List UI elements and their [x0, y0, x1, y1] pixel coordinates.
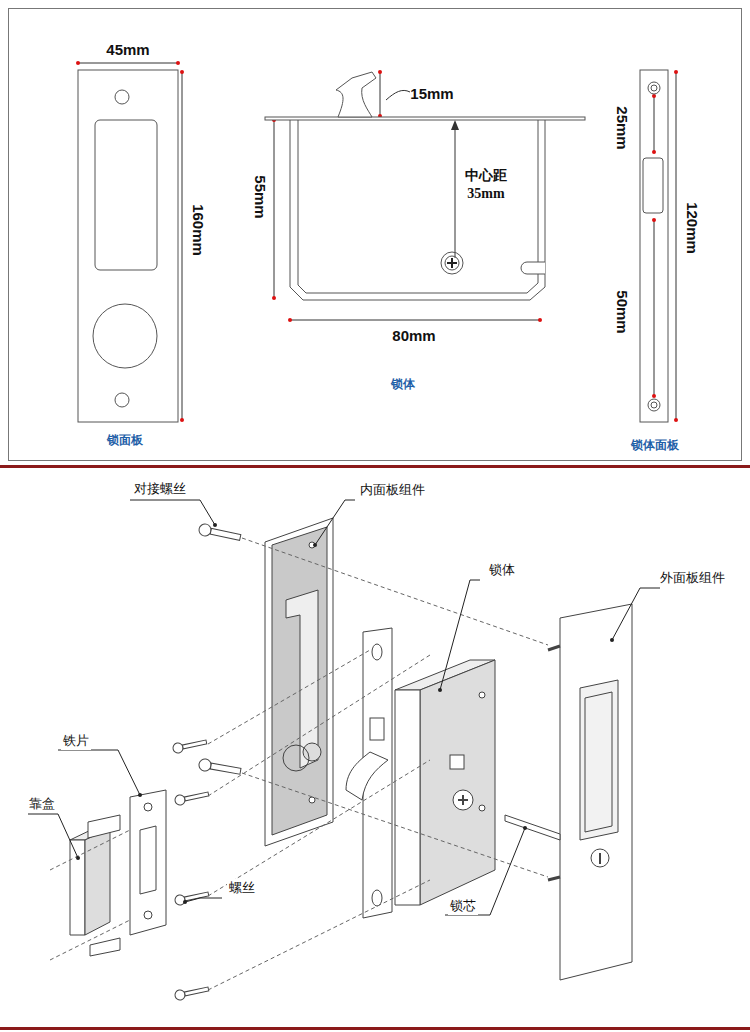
face-plate — [78, 70, 178, 422]
part-name: 铁片 — [61, 732, 91, 750]
dimension-label: 55mm — [252, 175, 269, 218]
dimension-label: 15mm — [410, 85, 453, 102]
part-name: 螺丝 — [227, 879, 257, 897]
dimension-lines — [76, 61, 678, 422]
frames — [0, 9, 750, 1031]
dimension-label: 50mm — [614, 290, 631, 333]
leader-lines — [28, 500, 660, 915]
dimension-label: 80mm — [392, 327, 435, 344]
dimension-label: 25mm — [614, 106, 631, 149]
part-name: 锁芯 — [448, 897, 478, 915]
screws — [172, 523, 241, 1001]
strike-box — [70, 815, 120, 956]
strike-plate — [130, 790, 166, 935]
part-name: 对接螺丝 — [132, 480, 188, 498]
dimension-label: 120mm — [684, 202, 701, 254]
dimension-label: 45mm — [106, 41, 149, 58]
part-name: 靠盒 — [27, 795, 57, 813]
view-caption: 锁面板 — [107, 432, 143, 449]
lock-body-outline — [265, 72, 585, 300]
lock-cylinder — [505, 815, 560, 840]
dimension-label: 中心距 35mm — [460, 167, 512, 202]
view-caption: 锁体 — [391, 376, 415, 393]
dashed-guides — [50, 538, 548, 990]
inner-panel — [265, 518, 333, 846]
dimension-label: 160mm — [190, 204, 207, 256]
part-name: 锁体 — [487, 561, 517, 579]
outer-panel — [548, 604, 632, 980]
lock-body-3d — [395, 660, 495, 905]
part-name: 内面板组件 — [358, 481, 427, 499]
body-plate — [640, 70, 668, 422]
view-caption: 锁体面板 — [631, 437, 679, 454]
body-face-plate — [346, 628, 392, 918]
part-name: 外面板组件 — [658, 569, 727, 587]
